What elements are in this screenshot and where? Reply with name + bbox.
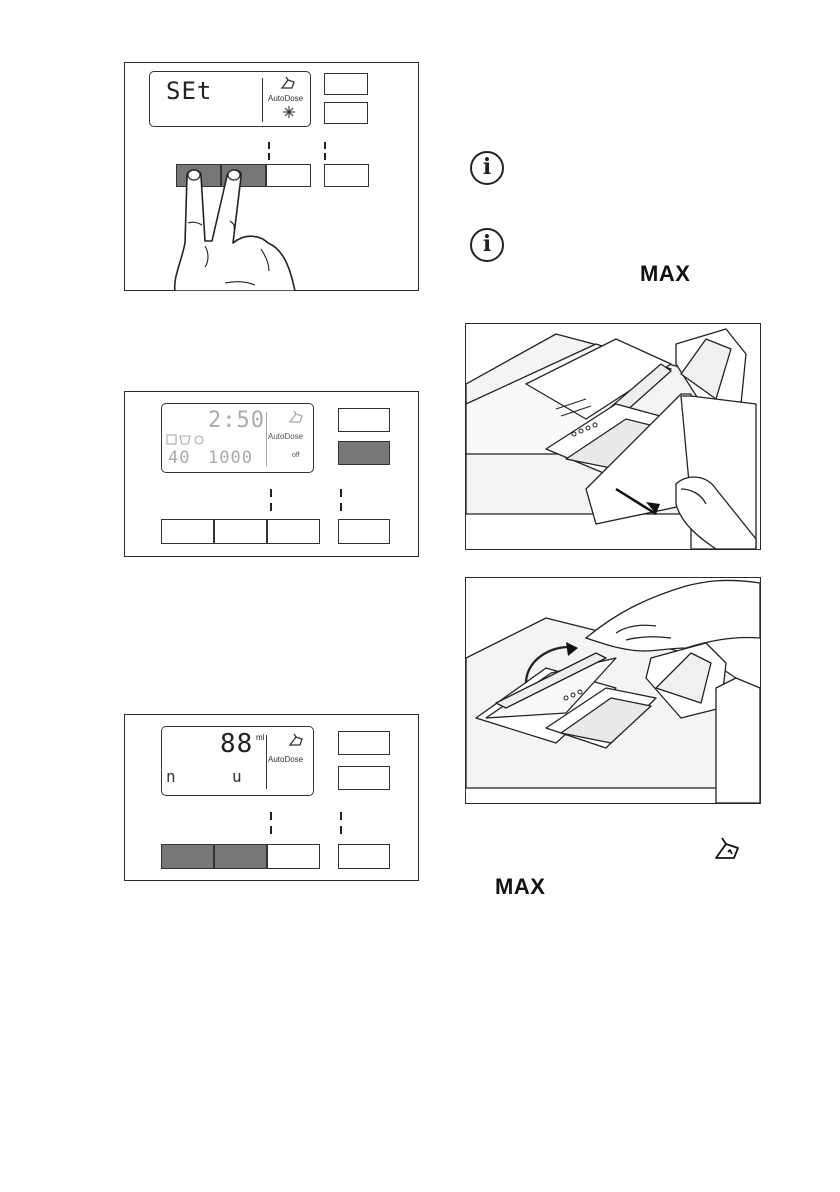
option-button-top[interactable] bbox=[338, 408, 390, 432]
detergent-icon bbox=[288, 733, 304, 747]
button-1[interactable] bbox=[161, 519, 214, 544]
marker-line bbox=[268, 153, 270, 160]
drawer-pull-illustration bbox=[465, 323, 761, 550]
detergent-icon bbox=[280, 76, 296, 90]
snowflake-icon bbox=[283, 106, 295, 118]
button-3[interactable] bbox=[267, 519, 320, 544]
marker-line bbox=[324, 142, 326, 149]
marker-line bbox=[270, 489, 272, 497]
max-label: MAX bbox=[640, 261, 690, 287]
option-button-middle[interactable] bbox=[324, 102, 368, 124]
panel-3-dosage-display: 88 ml AutoDose n u bbox=[124, 714, 419, 881]
panel-2-program-display: 2:50 40 1000 AutoDose off bbox=[124, 391, 419, 557]
display-text: SEt bbox=[166, 77, 212, 105]
display-temp: 40 bbox=[168, 448, 190, 468]
display-time: 2:50 bbox=[208, 408, 265, 433]
marker-line bbox=[340, 489, 342, 497]
autodose-label: AutoDose bbox=[268, 755, 303, 764]
panel-1-set-mode: SEt AutoDose bbox=[124, 62, 419, 291]
detergent-icon bbox=[288, 410, 304, 424]
autodose-label: AutoDose bbox=[268, 94, 303, 103]
autodose-button-active[interactable] bbox=[338, 441, 390, 465]
dosage-unit: ml bbox=[256, 733, 264, 742]
button-4[interactable] bbox=[338, 844, 390, 869]
button-4[interactable] bbox=[324, 164, 369, 187]
display-divider bbox=[266, 735, 267, 789]
lcd-display: 88 ml AutoDose n u bbox=[161, 726, 314, 796]
marker-line bbox=[340, 826, 342, 834]
lcd-display: SEt AutoDose bbox=[149, 71, 311, 127]
max-label: MAX bbox=[495, 874, 545, 900]
cover-lift-illustration bbox=[465, 577, 761, 804]
button-2[interactable] bbox=[214, 519, 267, 544]
display-spin: 1000 bbox=[208, 448, 253, 468]
detergent-icon bbox=[712, 836, 744, 862]
lcd-display: 2:50 40 1000 AutoDose off bbox=[161, 403, 314, 473]
dosage-value: 88 bbox=[220, 729, 253, 759]
marker-line bbox=[270, 812, 272, 820]
display-divider bbox=[262, 78, 263, 122]
marker-line bbox=[270, 826, 272, 834]
option-button-top[interactable] bbox=[338, 731, 390, 755]
marker-line bbox=[340, 503, 342, 511]
autodose-button[interactable] bbox=[338, 766, 390, 790]
button-2-pressed[interactable] bbox=[214, 844, 267, 869]
info-icon: i bbox=[470, 228, 504, 262]
display-divider bbox=[266, 412, 267, 466]
autodose-label: AutoDose bbox=[268, 432, 303, 441]
marker-line bbox=[324, 153, 326, 160]
button-3[interactable] bbox=[267, 844, 320, 869]
option-button-top[interactable] bbox=[324, 73, 368, 95]
button-1-pressed[interactable] bbox=[161, 844, 214, 869]
left-glyph: n bbox=[166, 767, 177, 786]
marker-line bbox=[268, 142, 270, 149]
button-4[interactable] bbox=[338, 519, 390, 544]
laundry-icon bbox=[166, 434, 206, 446]
right-glyph: u bbox=[232, 767, 243, 786]
marker-line bbox=[270, 503, 272, 511]
marker-line bbox=[340, 812, 342, 820]
info-icon: i bbox=[470, 151, 504, 185]
pressing-hand-icon bbox=[165, 163, 315, 291]
status-text: off bbox=[292, 452, 300, 459]
